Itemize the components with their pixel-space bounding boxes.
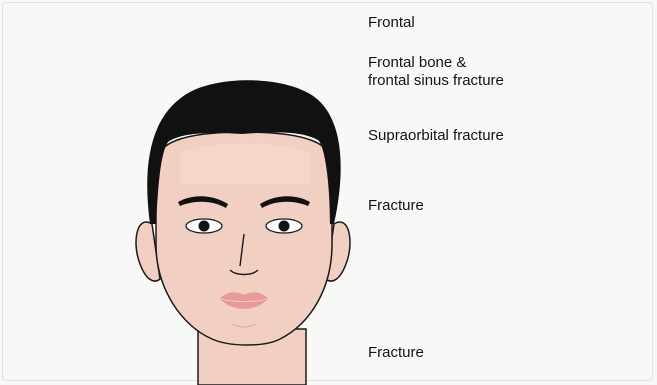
label-frontal: Frontal	[368, 14, 415, 32]
forehead-highlight	[180, 144, 310, 185]
label-frontal-sinus-fracture: Frontal bone & frontal sinus fracture	[368, 54, 504, 90]
left-pupil	[199, 221, 210, 232]
face-illustration	[120, 74, 370, 385]
label-fracture-mid: Fracture	[368, 197, 424, 215]
label-fracture-jaw: Fracture	[368, 344, 424, 362]
label-supraorbital-fracture: Supraorbital fracture	[368, 127, 504, 145]
right-pupil	[279, 221, 290, 232]
